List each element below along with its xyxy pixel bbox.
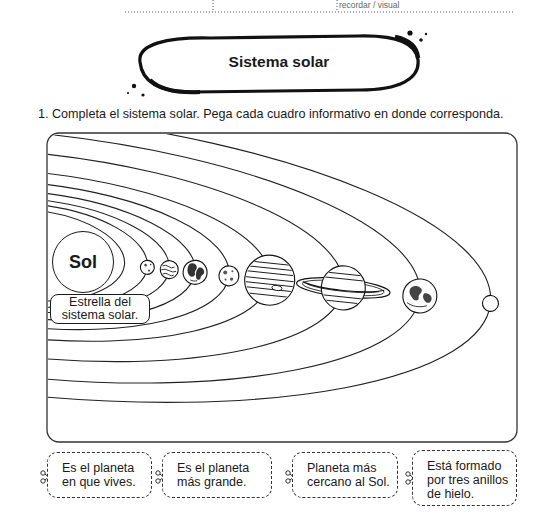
planet xyxy=(231,270,233,272)
scissors-symbol xyxy=(41,471,45,475)
planet xyxy=(422,293,432,303)
planet xyxy=(409,285,423,301)
title-blob xyxy=(132,84,136,88)
planet xyxy=(320,271,370,276)
planet xyxy=(302,282,384,295)
title-blob xyxy=(419,38,423,42)
header-rule xyxy=(125,0,515,12)
title-blob xyxy=(141,93,144,96)
planet xyxy=(401,277,438,314)
planet xyxy=(317,294,367,299)
callout-box: Estrella del sistema solar. xyxy=(50,294,150,324)
node-text: Es el planeta más grande. xyxy=(177,461,265,489)
frame xyxy=(47,133,517,442)
orbit xyxy=(48,175,202,335)
node-text: Está formado por tres anillos de hielo. xyxy=(427,459,510,501)
scissors-symbol xyxy=(41,479,45,483)
planet xyxy=(246,261,298,266)
cutout-card: Es el planeta más grande. xyxy=(162,452,272,498)
scissors-symbol xyxy=(406,480,410,484)
planet xyxy=(242,292,294,297)
planet xyxy=(161,265,177,277)
header-rule xyxy=(213,0,214,12)
node-text: Planeta más cercano al Sol. xyxy=(307,461,391,489)
scissors-symbol xyxy=(286,479,290,483)
planet xyxy=(144,264,147,267)
planet xyxy=(307,284,379,295)
planet xyxy=(244,276,296,281)
orbit xyxy=(48,162,236,347)
planet xyxy=(187,263,197,277)
scissors-symbol xyxy=(406,472,410,476)
node-text: Es el planeta en que vives. xyxy=(62,461,145,489)
planet xyxy=(242,253,297,308)
planet xyxy=(245,266,297,271)
cutout-card: Planeta más cercano al Sol. xyxy=(292,452,398,498)
instruction-text: 1. Completa el sistema solar. Pega cada … xyxy=(38,107,538,121)
planet xyxy=(272,285,282,291)
orbit xyxy=(48,134,505,441)
planet xyxy=(245,271,297,276)
title-blob xyxy=(425,33,427,35)
planet xyxy=(243,286,295,291)
header-rule xyxy=(125,12,515,13)
planet xyxy=(242,261,297,298)
cutout-card: Está formado por tres anillos de hielo. xyxy=(412,450,517,506)
cutout-card: Es el planeta en que vives. xyxy=(47,452,152,498)
node-text: Sol xyxy=(69,252,97,273)
orbit xyxy=(48,134,433,417)
planet xyxy=(224,278,226,280)
title-blob xyxy=(127,92,129,94)
orbit xyxy=(48,134,505,441)
section-tag: recordar / visual xyxy=(339,0,519,10)
planet xyxy=(159,260,179,280)
sun-circle: Sol xyxy=(52,231,114,293)
orbit xyxy=(48,147,278,362)
title-blob xyxy=(150,80,200,92)
title-blob xyxy=(395,37,418,58)
planet xyxy=(138,242,501,329)
planet xyxy=(140,260,155,275)
planet xyxy=(407,303,427,308)
scissors-symbol xyxy=(156,479,160,483)
title-blob xyxy=(127,30,427,96)
planet xyxy=(190,280,197,281)
node-text: Estrella del sistema solar. xyxy=(51,296,149,322)
planet xyxy=(148,269,150,271)
scissors-symbol xyxy=(156,471,160,475)
header-rule xyxy=(337,0,338,12)
planet xyxy=(182,259,208,285)
planet xyxy=(218,265,240,287)
title-text: Sistema solar xyxy=(140,53,418,71)
planet xyxy=(223,270,227,274)
title-blob xyxy=(407,30,412,35)
planet xyxy=(195,267,204,280)
planet xyxy=(319,276,369,281)
title-blob xyxy=(140,36,418,92)
planet xyxy=(150,264,152,266)
scissors-symbol xyxy=(286,471,290,475)
orbit xyxy=(48,185,175,326)
orbit xyxy=(48,134,354,389)
planet xyxy=(230,277,234,281)
orbit xyxy=(48,134,505,441)
planet xyxy=(317,299,367,304)
planet xyxy=(482,295,500,313)
planet xyxy=(243,281,295,286)
